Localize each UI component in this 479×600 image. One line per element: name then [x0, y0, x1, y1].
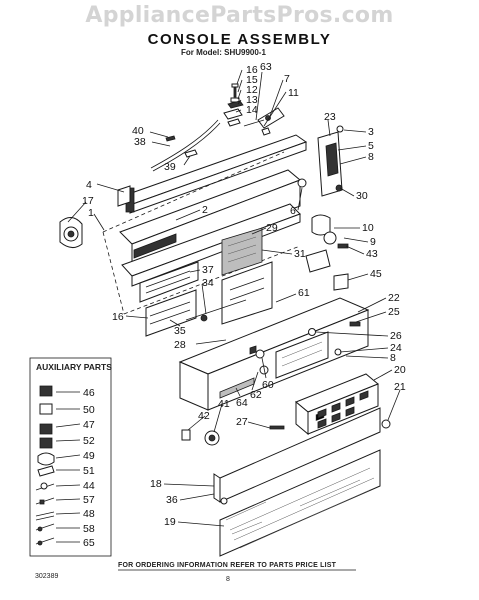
callout-40: 40	[132, 125, 144, 137]
callout-28: 28	[174, 339, 186, 351]
callout-60: 60	[262, 379, 274, 391]
callout-2: 2	[202, 204, 208, 216]
lower-console-frame	[178, 297, 370, 411]
aux-part-labels: 46 50 47 52 49 51 44 57 48 58 65	[83, 387, 95, 549]
callout-38: 38	[134, 136, 146, 148]
callout-11: 11	[288, 87, 299, 99]
aux-label-57: 57	[83, 494, 95, 506]
aux-label-49: 49	[83, 450, 95, 462]
callout-18: 18	[150, 478, 162, 490]
callout-31: 31	[294, 248, 306, 260]
aux-label-51: 51	[83, 465, 95, 477]
aux-parts-box	[29, 357, 112, 557]
hinge-17	[59, 217, 83, 248]
callout-39: 39	[164, 161, 176, 173]
hardware-41-42	[181, 425, 285, 446]
callout-8-mid: 8	[390, 352, 396, 364]
callout-29: 29	[266, 222, 278, 234]
callout-10: 10	[362, 222, 374, 234]
callout-36: 36	[166, 494, 178, 506]
callout-41: 41	[218, 398, 230, 410]
callout-45: 45	[370, 268, 382, 280]
callout-3: 3	[368, 126, 374, 138]
aux-label-65: 65	[83, 537, 95, 549]
callout-35: 35	[174, 325, 186, 337]
aux-label-58: 58	[83, 523, 95, 535]
callout-6: 6	[290, 205, 296, 217]
order-note: FOR ORDERING INFORMATION REFER TO PARTS …	[118, 562, 337, 569]
callout-63: 63	[260, 61, 272, 73]
doc-number: 302389	[35, 573, 59, 580]
right-bracket-23	[297, 125, 344, 197]
callout-64: 64	[236, 397, 248, 409]
callout-27: 27	[236, 416, 248, 428]
callout-8-top: 8	[368, 151, 374, 163]
callout-43: 43	[366, 248, 378, 260]
aux-label-44: 44	[83, 480, 95, 492]
callout-62: 62	[250, 389, 262, 401]
callout-1: 1	[88, 207, 94, 219]
rod-40-38	[150, 119, 221, 172]
screw-stack	[223, 83, 244, 127]
callout-61: 61	[298, 287, 310, 299]
callout-14: 14	[246, 104, 258, 116]
callout-22: 22	[388, 292, 400, 304]
page-number: 8	[226, 576, 230, 583]
callout-30: 30	[356, 190, 368, 202]
callout-42: 42	[198, 410, 210, 422]
model-line: For Model: SHU9900-1	[181, 48, 266, 57]
aux-label-52: 52	[83, 435, 95, 447]
callout-26: 26	[390, 330, 402, 342]
aux-label-47: 47	[83, 419, 95, 431]
callout-37: 37	[202, 264, 214, 276]
top-support-bar	[117, 134, 308, 214]
control-panel-20	[295, 373, 391, 436]
watermark: AppliancePartsPros.com	[85, 3, 394, 28]
callout-23: 23	[324, 111, 336, 123]
front-panel-18	[213, 407, 381, 505]
pcb-29-31	[200, 227, 273, 325]
callout-15: 15	[246, 74, 258, 86]
aux-label-46: 46	[83, 387, 95, 399]
callout-4: 4	[86, 179, 92, 191]
switch-parts	[305, 214, 349, 291]
callout-12: 12	[246, 84, 258, 96]
page-title: CONSOLE ASSEMBLY	[147, 31, 332, 48]
decor-panel-19	[219, 449, 381, 557]
callout-25: 25	[388, 306, 400, 318]
callout-labels: 16 15 12 13 14 63 7 11 23 3 5 8 40 38 39…	[82, 61, 406, 528]
callout-19: 19	[164, 516, 176, 528]
callout-13: 13	[246, 94, 258, 106]
panel-37-35	[139, 261, 199, 337]
callout-17: 17	[82, 195, 94, 207]
callout-34: 34	[202, 277, 214, 289]
callout-5: 5	[368, 140, 374, 152]
callout-7: 7	[284, 73, 290, 85]
callout-24: 24	[390, 342, 402, 354]
callout-20: 20	[394, 364, 406, 376]
leader-lines	[67, 69, 401, 527]
callout-9: 9	[370, 236, 376, 248]
callout-16-top: 16	[246, 64, 258, 76]
callout-21: 21	[394, 381, 406, 393]
callout-16-left: 16	[112, 311, 124, 323]
aux-label-48: 48	[83, 508, 95, 520]
aux-label-50: 50	[83, 404, 95, 416]
aux-parts-title: AUXILIARY PARTS	[36, 362, 112, 372]
